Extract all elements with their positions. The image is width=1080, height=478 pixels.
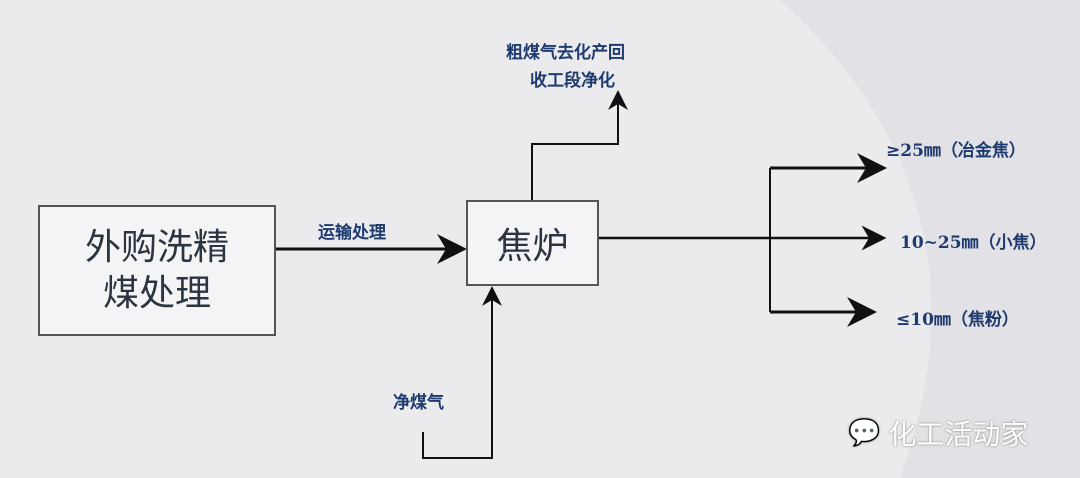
- watermark-text: 化工活动家: [888, 418, 1029, 451]
- output-1: ≥25㎜（冶金焦）: [886, 141, 1026, 161]
- arrow-clean-gas: [422, 286, 502, 459]
- label-clean-gas: 净煤气: [393, 393, 444, 413]
- node-coke-oven: 焦炉: [466, 200, 599, 286]
- output-2: 10~25㎜（小焦）: [900, 233, 1047, 253]
- arrow-raw-gas: [531, 90, 628, 200]
- node-coke-oven-label: 焦炉: [496, 226, 569, 267]
- wechat-icon: 💬: [848, 418, 881, 448]
- label-transport: 运输处理: [318, 223, 386, 243]
- output-3: ≤10㎜（焦粉）: [896, 310, 1019, 330]
- watermark: 💬化工活动家: [848, 413, 1028, 453]
- label-raw-gas-2: 收工段净化: [530, 71, 615, 91]
- node-raw-coal: 外购洗精煤处理: [38, 205, 276, 336]
- node-raw-coal-label: 外购洗精煤处理: [84, 226, 229, 314]
- label-raw-gas-1: 粗煤气去化产回: [506, 43, 625, 63]
